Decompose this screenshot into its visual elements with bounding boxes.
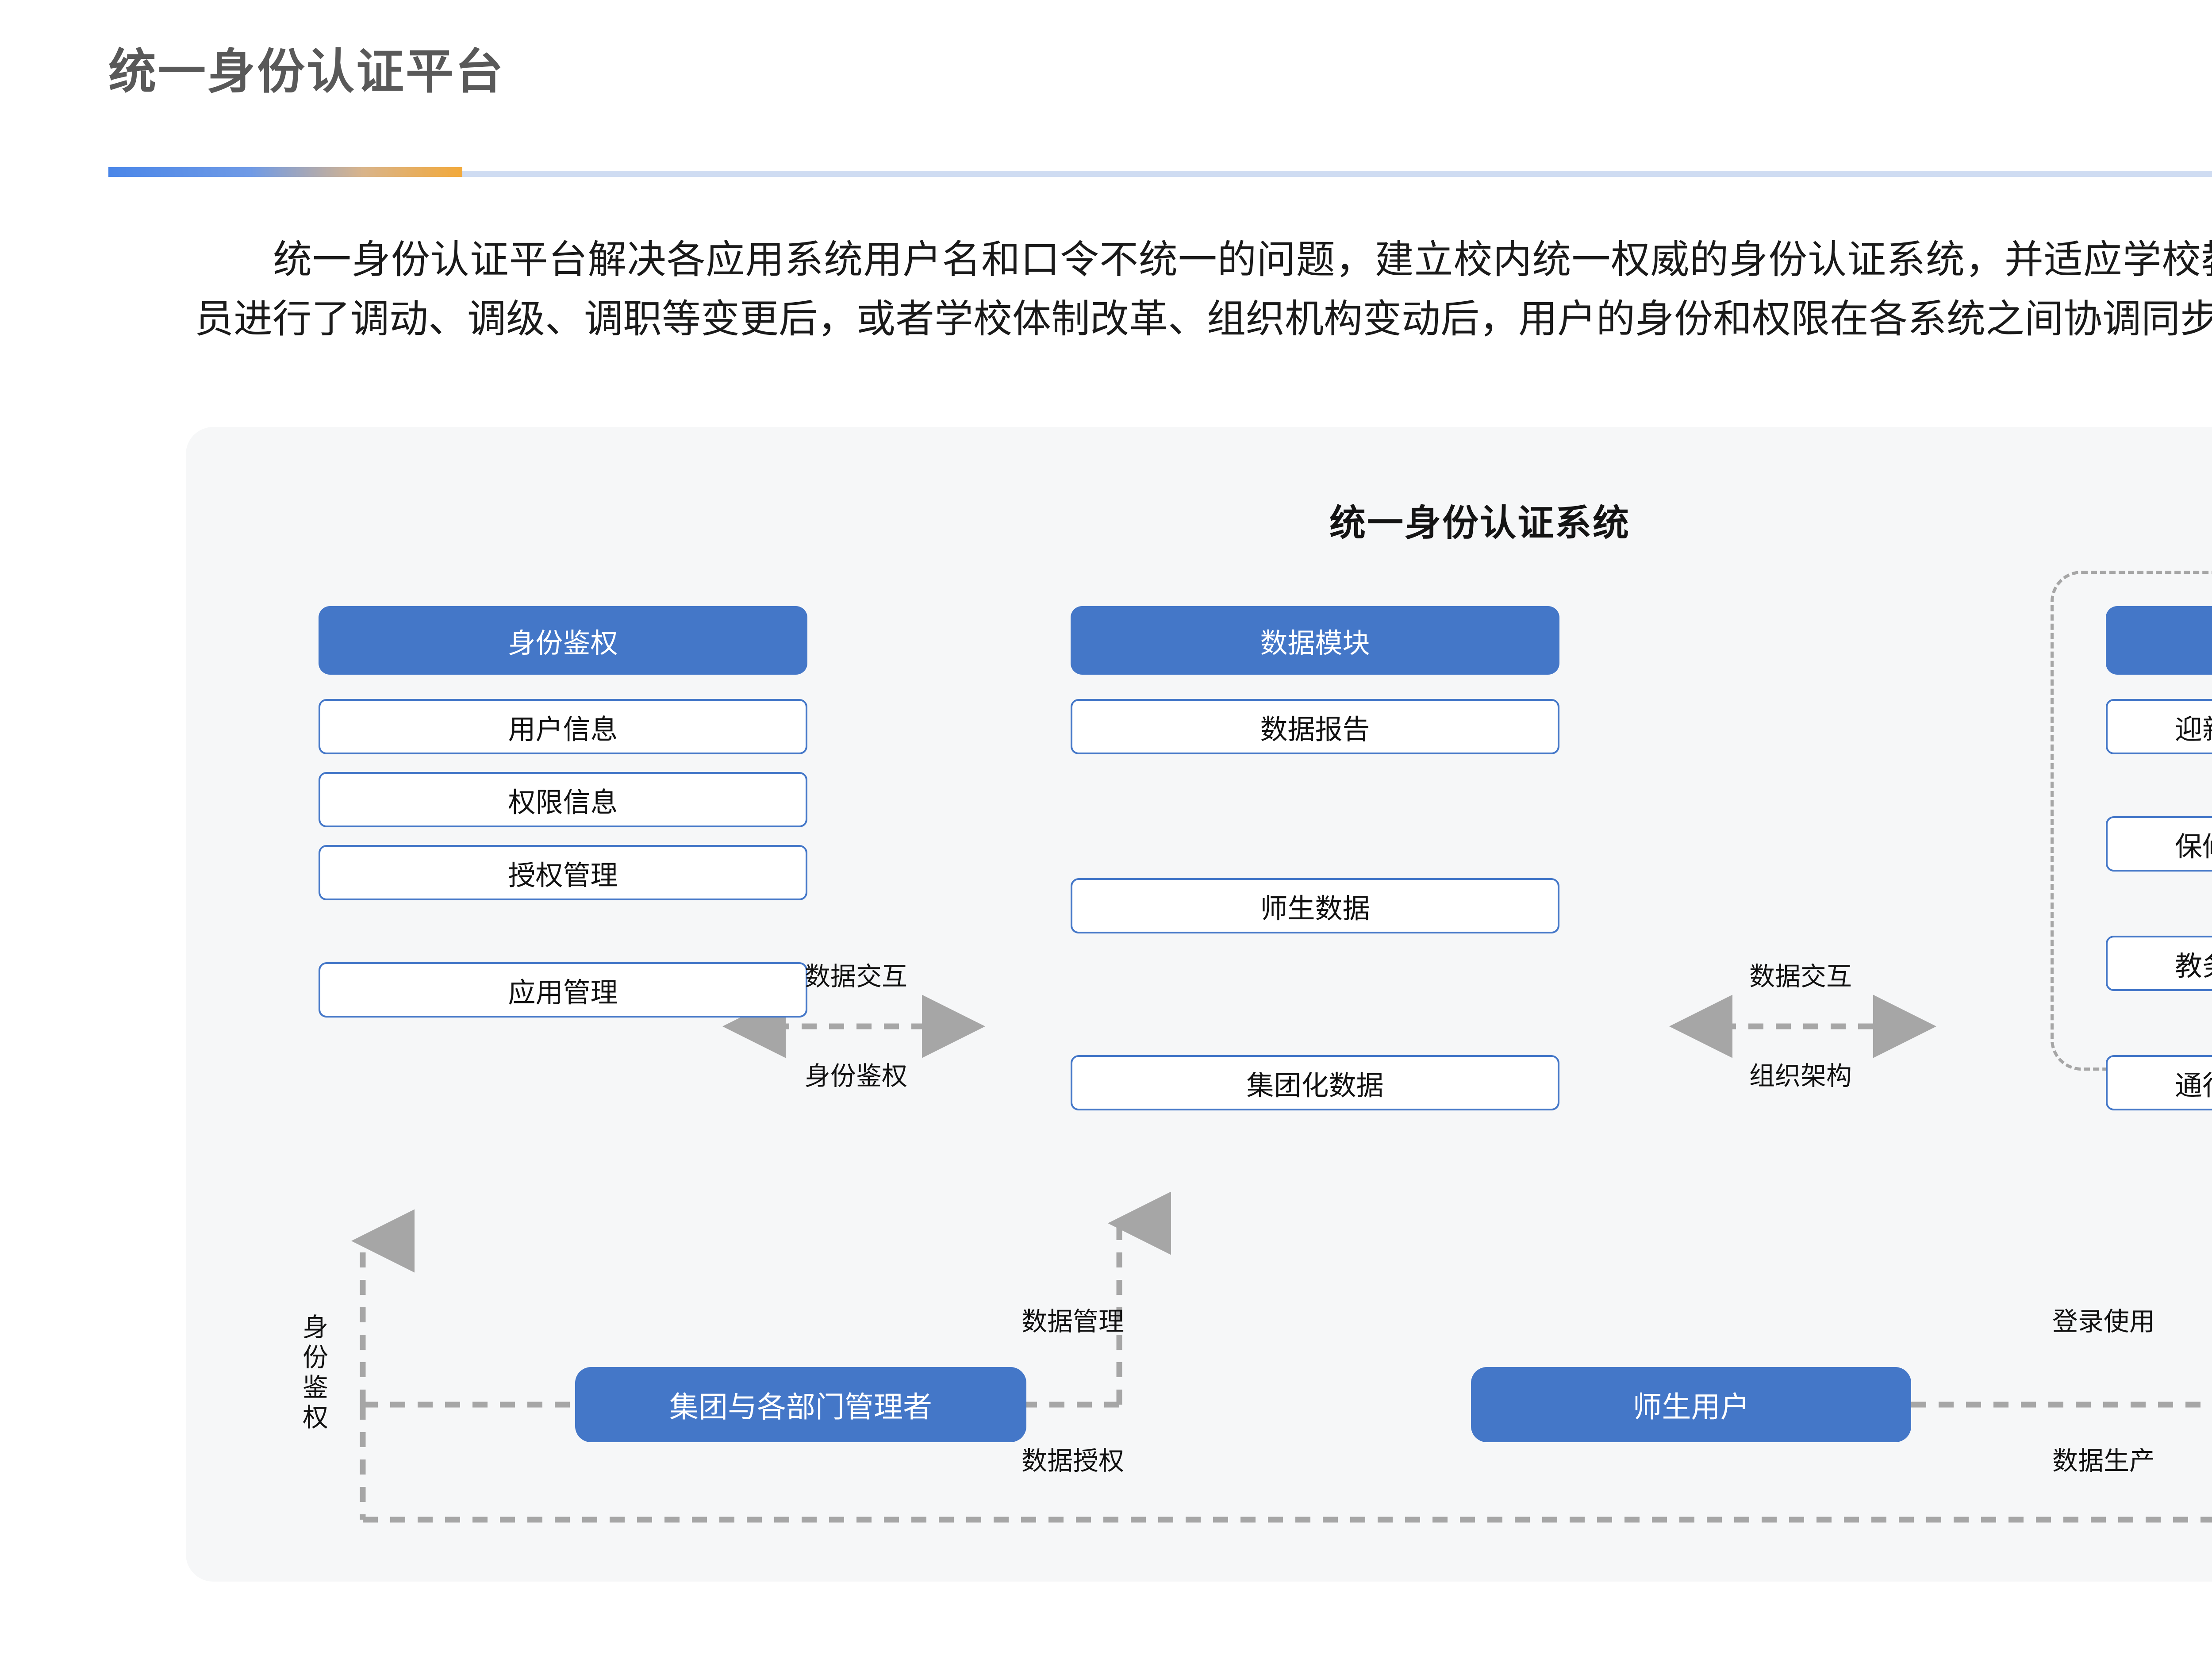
page-title: 统一身份认证平台: [108, 45, 505, 98]
actor-user[interactable]: 师生用户: [1471, 1367, 1911, 1442]
connector-label-data-manage: 数据管理: [1021, 1307, 1124, 1336]
connector-label-data-produce: 数据生产: [2052, 1447, 2155, 1475]
column-header-user-management[interactable]: 用户管理: [2106, 606, 2212, 675]
identity-item-application-management[interactable]: 应用管理: [319, 962, 807, 1018]
connector-label-data-authorize: 数据授权: [1021, 1447, 1124, 1475]
data-item-data-report[interactable]: 数据报告: [1071, 699, 1559, 754]
connector-label-right-bottom: 组织架构: [1749, 1062, 1852, 1091]
column-header-data[interactable]: 数据模块: [1071, 606, 1559, 675]
connector-label-right-top: 数据交互: [1749, 962, 1852, 991]
user-management-item-access-control[interactable]: 通行管理: [2106, 1055, 2212, 1110]
identity-item-user-info[interactable]: 用户信息: [319, 699, 807, 754]
diagram-title: 统一身份认证系统: [1329, 503, 1630, 543]
user-management-item-academic-affairs-system[interactable]: 教务系统: [2106, 936, 2212, 991]
connector-label-vertical-identity: 身份鉴权: [299, 1313, 327, 1434]
title-underline-light: [462, 171, 2212, 177]
identity-item-permission-info[interactable]: 权限信息: [319, 772, 807, 827]
page-header: 统一身份认证平台 ShunKang 瞬康科技 SHUNKANG: [0, 0, 2212, 190]
column-header-identity[interactable]: 身份鉴权: [319, 606, 807, 675]
identity-item-authorization-management[interactable]: 授权管理: [319, 845, 807, 900]
user-management-item-orientation-system[interactable]: 迎新系统: [2106, 699, 2212, 754]
data-item-group-data[interactable]: 集团化数据: [1071, 1055, 1559, 1110]
connector-label-login-use: 登录使用: [2052, 1307, 2155, 1336]
architecture-diagram-panel: 统一身份认证系统: [186, 427, 2212, 1582]
connector-label-left-top: 数据交互: [804, 962, 907, 991]
connector-label-left-bottom: 身份鉴权: [804, 1062, 907, 1091]
actor-admin[interactable]: 集团与各部门管理者: [575, 1367, 1026, 1442]
user-management-item-repair-system[interactable]: 保修系统: [2106, 816, 2212, 872]
title-underline: [108, 167, 2212, 177]
title-underline-gradient: [108, 167, 462, 177]
data-item-teacher-student-data[interactable]: 师生数据: [1071, 878, 1559, 933]
intro-paragraph: 统一身份认证平台解决各应用系统用户名和口令不统一的问题，建立校内统一权威的身份认…: [195, 230, 2212, 349]
intro-text: 统一身份认证平台解决各应用系统用户名和口令不统一的问题，建立校内统一权威的身份认…: [195, 238, 2212, 341]
